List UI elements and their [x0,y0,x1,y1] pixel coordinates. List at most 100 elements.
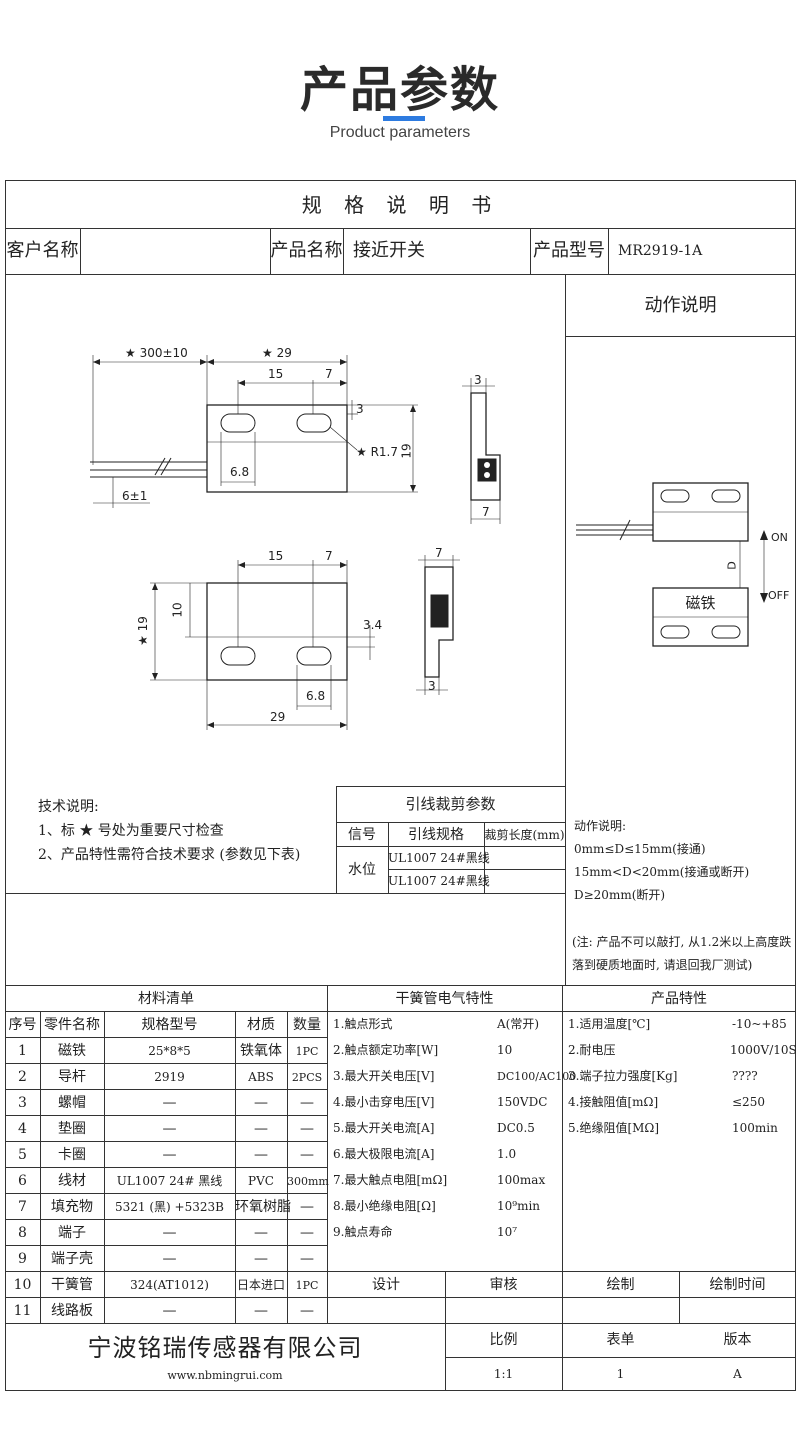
warning-line-1: (注: 产品不可以敲打, 从1.2米以上高度跌 [572,935,792,949]
form-label: 表单 [606,1332,635,1348]
table-cell: 324(AT1012) [130,1278,209,1292]
dim-edge-offset: 7 [325,367,333,381]
dim-side-width-bottom: 7 [435,546,443,560]
dim-side-width: 7 [482,505,490,519]
table-cell: 2.耐电压 [568,1043,616,1057]
scale-value: 1:1 [493,1367,514,1381]
mat-header-qty: 数量 [293,1017,321,1033]
mat-header-material: 材质 [247,1017,275,1033]
table-cell: 干簧管 [51,1277,93,1293]
draw-label: 绘制 [606,1277,635,1293]
tech-title: 技术说明: [38,799,99,815]
on-label: ON [771,531,788,544]
warning-line-2: 落到硬质地面时, 请退回我厂测试) [572,958,753,972]
dim-hole-spacing: 15 [268,367,284,381]
table-cell: — [254,1225,268,1241]
action-note-title: 动作说明: [574,819,627,833]
table-cell: 5.最大开关电流[A] [333,1121,435,1135]
table-cell: 7 [18,1199,27,1215]
table-cell: 1.适用温度[℃] [568,1017,651,1031]
customer-label: 客户名称 [6,240,79,261]
table-cell: 1.触点形式 [333,1017,393,1031]
action-line-2: 15mm<D<20mm(接通或断开) [574,865,750,879]
table-cell: 150VDC [497,1095,548,1109]
table-cell: 卡圈 [58,1147,86,1163]
table-cell: ≤250 [732,1095,765,1109]
table-cell: — [300,1199,314,1215]
company-name: 宁波铭瑞传感器有限公司 [87,1334,363,1362]
wire-header-signal: 信号 [348,827,376,843]
table-cell: — [254,1147,268,1163]
table-cell: 日本进口 [236,1278,285,1292]
table-cell: — [162,1225,177,1241]
distance-label: D [725,561,739,570]
off-label: OFF [768,589,790,602]
table-cell: — [162,1147,177,1163]
dim-body-height: 19 [399,443,414,459]
action-title: 动作说明 [644,295,717,316]
table-cell: 8.最小绝缘电阻[Ω] [333,1199,436,1213]
table-cell: — [162,1121,177,1137]
dim-body-height-star: ★ 19 [135,616,150,646]
table-cell: 2919 [154,1070,185,1084]
table-cell: DC100/AC100 [497,1070,577,1083]
product-title: 产品特性 [651,991,707,1007]
table-cell: -10~+85 [732,1017,787,1031]
table-cell: 10⁹min [497,1199,541,1213]
table-cell: 100min [732,1121,778,1135]
table-cell: — [254,1251,268,1267]
model-value: MR2919-1A [618,243,703,259]
table-cell: 8 [18,1225,27,1241]
table-cell: 2 [18,1069,27,1085]
table-cell: 3.最大开关电压[V] [333,1069,435,1083]
table-cell: 端子 [58,1225,86,1241]
mat-header-no: 序号 [8,1017,37,1033]
materials-title: 材料清单 [138,991,194,1007]
model-label: 产品型号 [533,240,605,261]
table-cell: 4 [18,1121,27,1137]
table-cell: 10 [497,1043,513,1057]
table-cell: PVC [248,1174,274,1188]
table-cell: 5.绝缘阻值[MΩ] [568,1121,660,1135]
dim-mount-height: 10 [170,602,185,618]
table-cell: 磁铁 [58,1043,86,1059]
dim-hole-width: 6.8 [230,465,250,479]
table-cell: ABS [248,1070,274,1084]
table-cell: — [300,1225,314,1241]
company-website: www.nbmingrui.com [167,1369,283,1382]
table-cell: 2PCS [291,1071,323,1084]
version-label: 版本 [723,1332,752,1348]
product-name-value: 接近开关 [353,240,425,261]
dim-hole-offset: 3.4 [363,618,383,632]
dim-hole-radius: ★ R1.7 [356,445,398,459]
dim-side-thickness-bottom: 3 [428,679,436,693]
table-cell: 螺帽 [58,1095,86,1111]
table-cell: 线路板 [51,1303,93,1319]
dim-side-thickness: 3 [474,373,482,387]
magnet-label: 磁铁 [685,594,716,612]
table-cell: — [300,1303,314,1319]
table-cell: — [300,1095,314,1111]
table-cell: 11 [13,1303,32,1319]
wire-header-spec: 引线规格 [408,827,464,843]
table-cell: 100max [497,1173,546,1187]
dim-hole-spacing-bottom: 15 [268,549,284,563]
tech-line-1: 1、标 ★ 号处为重要尺寸检查 [38,823,224,839]
table-cell: 线材 [58,1173,86,1189]
table-cell: 端子壳 [51,1251,93,1267]
table-cell: — [254,1121,268,1137]
dim-lead-length: ★ 300±10 [125,346,188,360]
page-title: 产品参数 [299,62,500,118]
mat-header-spec: 规格型号 [141,1017,198,1033]
table-cell: 300mm [287,1175,329,1188]
spec-title: 规 格 说 明 书 [301,193,500,217]
table-cell: DC0.5 [497,1121,535,1135]
dim-strip-length: 6±1 [122,489,148,503]
page-subtitle: Product parameters [329,124,471,141]
action-line-3: D≥20mm(断开) [574,888,666,902]
table-cell: 1000V/10S [730,1043,797,1057]
table-cell: — [254,1303,268,1319]
wire-title: 引线裁剪参数 [405,795,496,813]
table-cell: — [162,1251,177,1267]
table-cell: — [162,1303,177,1319]
